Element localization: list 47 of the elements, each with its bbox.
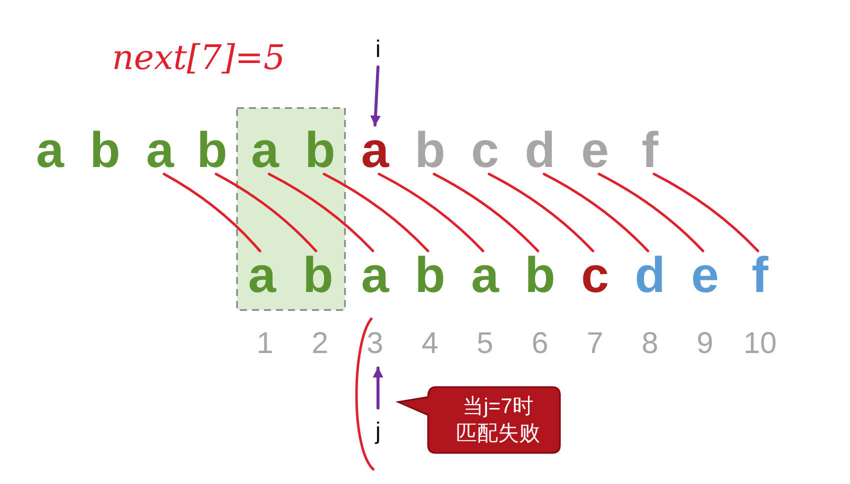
index-number: 8 [640,326,660,362]
pointer-label: j [370,418,386,446]
index-number: 4 [420,326,440,362]
callout-text: 当j=7时匹配失败 [454,393,542,447]
pointer-label: i [370,36,386,64]
connector-line [378,172,484,252]
connector-line [598,172,704,252]
letter: e [573,128,617,172]
letter: a [243,128,287,172]
letter: e [683,253,727,297]
index-number: 3 [366,326,384,362]
connector-line [542,172,650,252]
letter: a [240,253,284,297]
letter: b [296,253,340,297]
letter: a [138,128,182,172]
letter: a [353,128,397,172]
index-number: 5 [476,326,494,362]
letter: d [518,128,562,172]
connector-line [268,172,374,252]
index-number: 2 [310,326,330,362]
index-number: 6 [530,326,550,362]
letter: b [408,253,452,297]
connector-line [488,172,594,252]
letter: f [738,253,782,297]
arrow [370,66,381,126]
index-number: 9 [696,326,714,362]
connector-line [162,172,262,252]
letter: d [628,253,672,297]
letter: f [628,128,672,172]
connector-line [322,172,430,252]
letter: b [408,128,452,172]
letter: c [573,253,617,297]
index-number: 7 [586,326,604,362]
letter: b [518,253,562,297]
index-number: 10 [742,326,778,362]
letter: c [463,128,507,172]
connector-line [214,172,318,252]
letter: b [190,128,234,172]
letter: a [353,253,397,297]
index-number: 1 [256,326,274,362]
handwritten-note: next[7]=5 [112,38,286,78]
connector-line [432,172,540,252]
letter: a [463,253,507,297]
letter: b [298,128,342,172]
letter: b [83,128,127,172]
connector-line [652,172,760,252]
letter: a [28,128,72,172]
